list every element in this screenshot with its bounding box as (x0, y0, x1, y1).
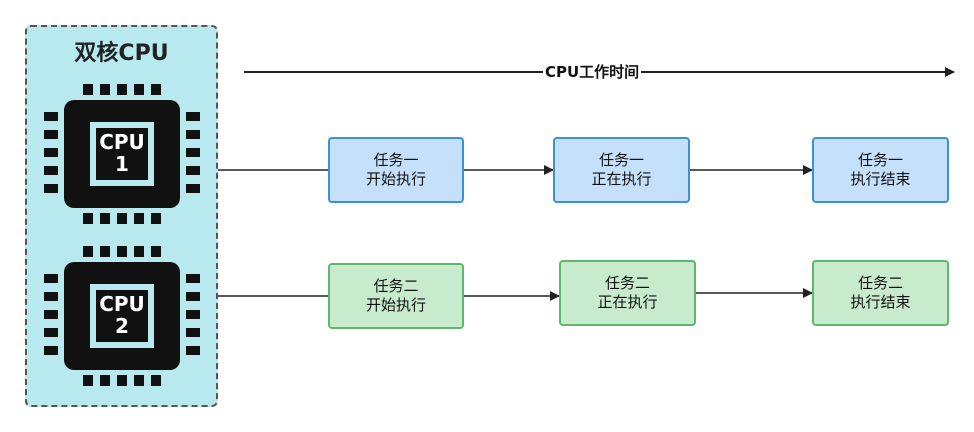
task2-start-box: 任务二开始执行 (328, 263, 464, 329)
task1-running-box: 任务一正在执行 (553, 137, 690, 203)
task2-running-box: 任务二正在执行 (559, 260, 696, 326)
timeline-label: CPU工作时间 (543, 62, 642, 82)
cpu-chip-1-icon (44, 84, 200, 224)
panel-title: 双核CPU (74, 41, 169, 66)
task1-start-box: 任务一开始执行 (328, 137, 464, 203)
task1-end-box: 任务一执行结束 (812, 137, 949, 203)
cpu-chip-2-icon (44, 246, 200, 386)
task2-end-box: 任务二执行结束 (812, 260, 949, 326)
